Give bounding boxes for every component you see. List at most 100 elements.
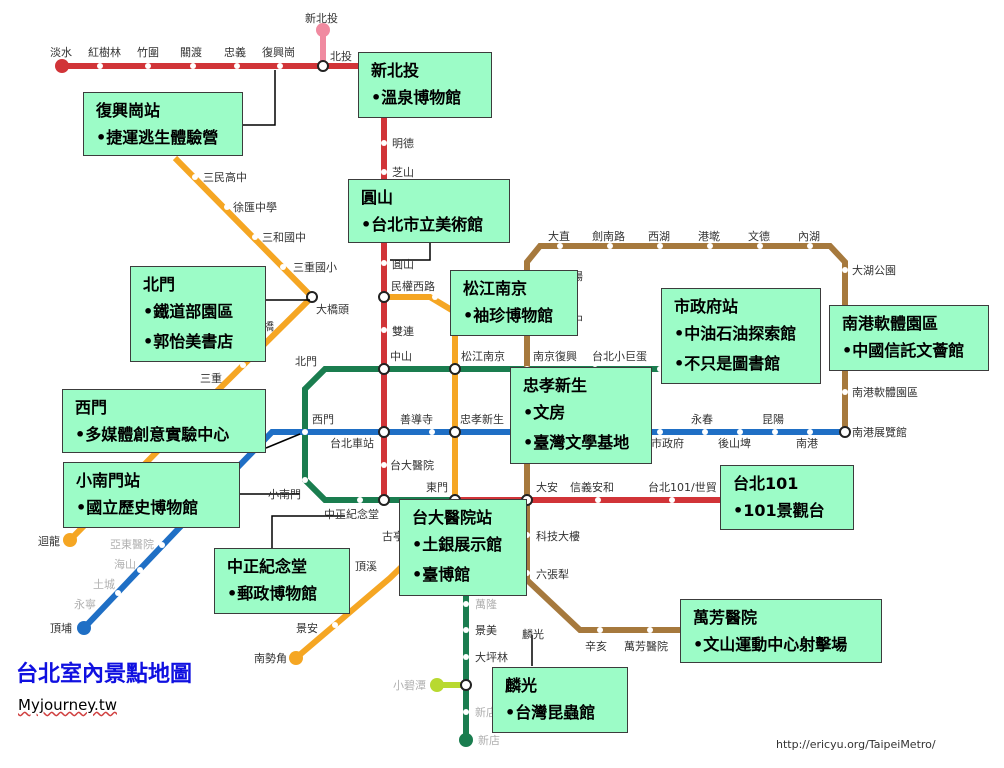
station-label: 萬芳醫院 — [624, 639, 668, 653]
poi-box-item: 捷運逃生體驗營 — [96, 123, 232, 153]
poi-box-item: 溫泉博物館 — [371, 83, 481, 113]
poi-box-title: 台北101 — [733, 474, 799, 493]
poi-box-title: 萬芳醫院 — [693, 608, 758, 627]
station-label: 南勢角 — [254, 651, 287, 665]
poi-box-title: 市政府站 — [674, 297, 739, 316]
poi-box-item: 土銀展示館 — [412, 530, 516, 560]
terminal-xindian — [459, 733, 473, 747]
poi-box-title: 圓山 — [361, 188, 394, 207]
poi-box-item: 多媒體創意實驗中心 — [75, 420, 255, 450]
station-label: 頂埔 — [50, 622, 72, 635]
poi-box-item: 101景觀台 — [733, 496, 843, 526]
poi-box-beimen: 北門 鐵道部園區 郭怡美書店 — [130, 266, 266, 362]
poi-box-taipei-101: 台北101 101景觀台 — [720, 465, 854, 530]
poi-box-title: 西門 — [75, 398, 108, 417]
poi-box-item: 文山運動中心射擊場 — [693, 630, 871, 660]
poi-box-title: 台大醫院站 — [412, 508, 493, 527]
poi-box-title: 松江南京 — [463, 279, 528, 298]
poi-box-item: 郭怡美書店 — [143, 327, 255, 357]
poi-box-linguang: 麟光 台灣昆蟲館 — [492, 667, 628, 733]
station-label: 紅樹林 — [88, 45, 121, 59]
poi-box-item: 不只是圖書館 — [674, 349, 810, 379]
station-label: 三民高中 — [203, 170, 247, 184]
poi-box-item: 台灣昆蟲館 — [505, 698, 617, 728]
poi-box-item: 台北市立美術館 — [361, 210, 499, 240]
poi-box-title: 小南門站 — [76, 471, 141, 490]
poi-box-songjiang: 松江南京 袖珍博物館 — [450, 270, 578, 336]
station-label: 市政府 — [651, 436, 684, 450]
station-label: 東門 — [426, 481, 448, 494]
station-label: 六張犁 — [536, 567, 569, 581]
station-label: 大坪林 — [475, 650, 508, 664]
poi-box-title: 新北投 — [371, 61, 420, 80]
station-label: 南京復興 — [533, 349, 577, 363]
poi-box-item: 袖珍博物館 — [463, 301, 567, 331]
station-label: 芝山 — [392, 166, 414, 179]
station-label: 大直 — [548, 229, 570, 243]
poi-box-title: 麟光 — [505, 676, 538, 695]
map-title: 台北室內景點地圖 — [16, 662, 193, 687]
poi-box-ntuh: 台大醫院站 土銀展示館 臺博館 — [399, 499, 527, 596]
station-label: 大湖公園 — [852, 263, 896, 277]
poi-box-item: 國立歷史博物館 — [76, 493, 229, 523]
station-label: 忠孝新生 — [460, 412, 504, 426]
station-label: 大橋頭 — [316, 302, 349, 316]
station-label: 中正紀念堂 — [324, 507, 379, 521]
station-label: 信義安和 — [570, 480, 614, 494]
station-label: 永寧 — [74, 597, 96, 611]
poi-box-title: 復興崗站 — [96, 101, 161, 120]
station-label: 港墘 — [698, 229, 720, 243]
station-label: 南港展覽館 — [852, 425, 907, 439]
station-label: 關渡 — [180, 45, 202, 59]
terminal-nanshijiao — [289, 651, 303, 665]
station-label: 橋 — [263, 319, 274, 333]
poi-box-yuanshan: 圓山 台北市立美術館 — [348, 179, 510, 243]
terminal-tamsui — [55, 59, 69, 73]
poi-box-ximen: 西門 多媒體創意實驗中心 — [62, 389, 266, 453]
poi-box-city-hall: 市政府站 中油石油探索館 不只是圖書館 — [661, 288, 821, 384]
poi-box-zhongxiao-xinsheng: 忠孝新生 文房 臺灣文學基地 — [510, 367, 652, 464]
station-label: 三和國中 — [262, 231, 306, 244]
station-label: 民權西路 — [391, 280, 435, 293]
station-label: 後山埤 — [718, 436, 751, 450]
poi-box-item: 中國信託文薈館 — [842, 336, 978, 366]
poi-box-title: 南港軟體園區 — [842, 314, 939, 333]
station-label: 台北小巨蛋 — [592, 349, 647, 363]
station-label: 麟光 — [522, 627, 544, 641]
station-label: 南港軟體園區 — [852, 385, 918, 399]
terminal-xinbeitou — [316, 23, 330, 37]
station-label: 忠義 — [224, 45, 246, 59]
station-label: 西湖 — [648, 230, 670, 243]
station-label: 永春 — [691, 412, 713, 426]
callout-lines — [240, 70, 664, 666]
station-label: 徐匯中學 — [233, 200, 277, 214]
station-label: 萬隆 — [475, 597, 497, 611]
station-label: 南港 — [796, 437, 818, 450]
orange-line — [172, 155, 315, 300]
poi-box-title: 忠孝新生 — [523, 376, 588, 395]
terminal-dingpu — [77, 621, 91, 635]
poi-box-wanfang-hospital: 萬芳醫院 文山運動中心射擊場 — [680, 599, 882, 663]
station-label: 北投 — [330, 49, 352, 63]
station-label: 善導寺 — [400, 412, 433, 426]
poi-box-item: 郵政博物館 — [227, 579, 339, 609]
poi-box-item: 中油石油探索館 — [674, 319, 810, 349]
site-name: Myjourney.tw — [18, 696, 117, 714]
station-label: 小碧潭 — [393, 679, 426, 692]
station-label: 內湖 — [798, 230, 820, 243]
station-label: 明德 — [392, 136, 414, 150]
station-label: 松江南京 — [461, 349, 505, 363]
station-label: 海山 — [114, 557, 136, 571]
station-label: 新店 — [478, 733, 500, 747]
station-label: 台北101/世貿 — [648, 480, 717, 494]
poi-box-nangang-software-park: 南港軟體園區 中國信託文薈館 — [829, 305, 989, 371]
terminal-xiaobitan — [430, 678, 444, 692]
station-label: 文德 — [748, 229, 770, 243]
station-label: 景美 — [475, 624, 497, 637]
orange-line-center — [294, 294, 458, 661]
poi-box-item: 鐵道部園區 — [143, 297, 255, 327]
terminal-huilong — [63, 533, 77, 547]
station-label: 台北車站 — [330, 436, 374, 450]
station-label: 淡水 — [50, 46, 72, 59]
